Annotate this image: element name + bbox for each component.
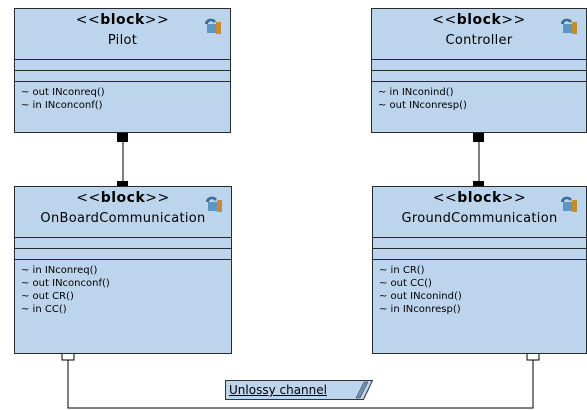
parts-compartment	[372, 70, 586, 81]
operation: ~ out INconresp()	[378, 100, 467, 111]
note-shape	[225, 380, 373, 400]
attributes-compartment	[15, 59, 230, 70]
connector-unlossy-channel[interactable]	[67, 360, 534, 409]
block-icon	[206, 196, 222, 212]
block-name: OnBoardCommunication	[40, 211, 206, 226]
block-header: <<block>> GroundCommunication	[373, 187, 586, 237]
block-ground-communication[interactable]: <<block>> GroundCommunication ~ in CR() …	[372, 186, 587, 354]
parts-compartment	[15, 70, 230, 81]
operation: ~ in INconconf()	[21, 100, 103, 111]
operations-compartment: ~ out INconreq() ~ in INconconf()	[15, 81, 230, 112]
port-pilot[interactable]	[117, 131, 128, 142]
channel-label-text: Unlossy channel	[229, 383, 327, 397]
operation: ~ in INconreq()	[21, 265, 98, 276]
channel-label-note[interactable]: Unlossy channel	[225, 380, 373, 400]
stereotype-label: <<block>>	[432, 190, 527, 206]
stereotype-label: <<block>>	[75, 12, 170, 28]
parts-compartment	[373, 248, 586, 259]
parts-compartment	[15, 248, 231, 259]
stereotype-label: <<block>>	[76, 190, 170, 206]
attributes-compartment	[372, 59, 586, 70]
operation: ~ out CC()	[379, 278, 432, 289]
block-onboard-communication[interactable]: <<block>> OnBoardCommunication ~ in INco…	[14, 186, 232, 354]
operation: ~ in CR()	[379, 265, 425, 276]
attributes-compartment	[373, 237, 586, 248]
operation: ~ out INconind()	[379, 291, 462, 302]
block-name: Pilot	[107, 33, 138, 48]
block-icon	[561, 196, 577, 212]
operation: ~ out CR()	[21, 291, 74, 302]
operations-compartment: ~ in INconreq() ~ out INconconf() ~ out …	[15, 259, 231, 316]
block-name: GroundCommunication	[401, 211, 558, 226]
block-controller[interactable]: <<block>> Controller ~ in INconind() ~ o…	[371, 8, 587, 133]
operation: ~ out INconreq()	[21, 87, 105, 98]
block-icon	[561, 18, 577, 34]
block-header: <<block>> Controller	[372, 9, 586, 59]
operation: ~ in CC()	[21, 304, 67, 315]
stereotype-label: <<block>>	[432, 12, 526, 28]
block-icon	[205, 18, 221, 34]
block-header: <<block>> OnBoardCommunication	[15, 187, 231, 237]
block-name: Controller	[445, 33, 513, 48]
block-pilot[interactable]: <<block>> Pilot ~ out INconreq() ~ in IN…	[14, 8, 231, 133]
block-header: <<block>> Pilot	[15, 9, 230, 59]
operation: ~ out INconconf()	[21, 278, 110, 289]
operation: ~ in INconind()	[378, 87, 454, 98]
operations-compartment: ~ in CR() ~ out CC() ~ out INconind() ~ …	[373, 259, 586, 316]
operations-compartment: ~ in INconind() ~ out INconresp()	[372, 81, 586, 112]
attributes-compartment	[15, 237, 231, 248]
port-controller[interactable]	[473, 131, 484, 142]
operation: ~ in INconresp()	[379, 304, 461, 315]
